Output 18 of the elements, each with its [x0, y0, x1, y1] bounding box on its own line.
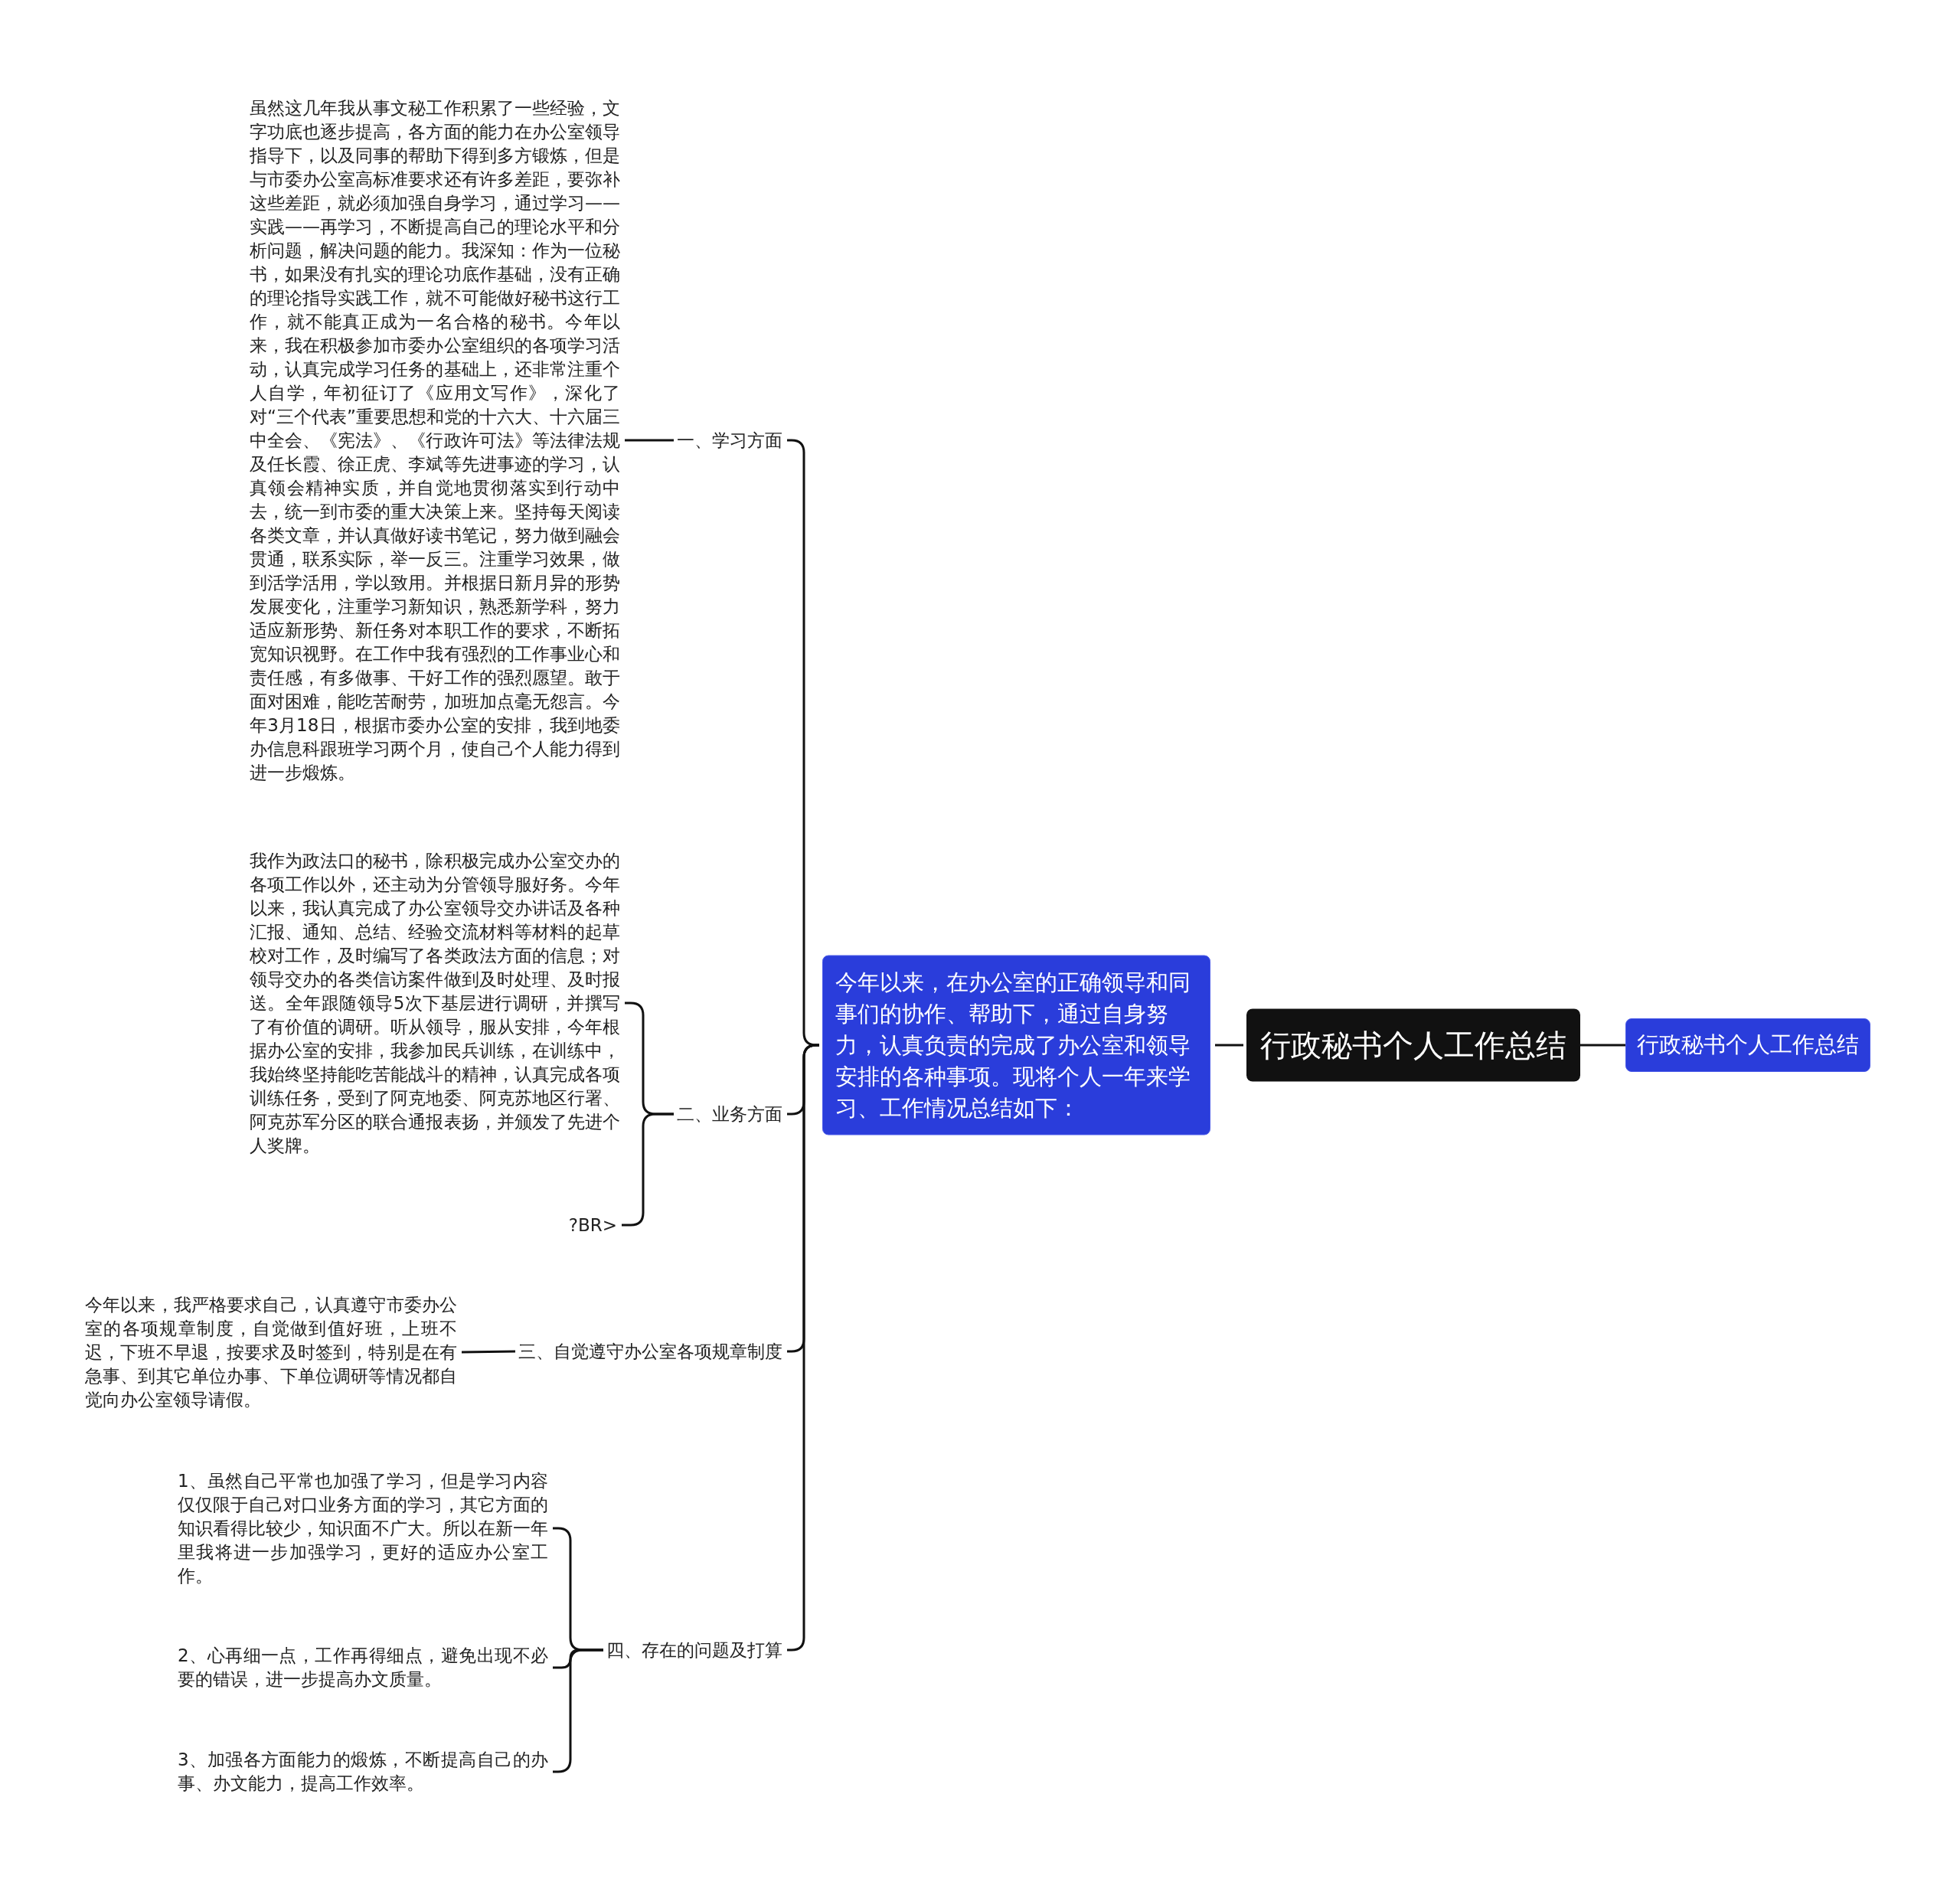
paragraph-text: 我作为政法口的秘书，除积极完成办公室交办的各项工作以外，还主动为分管领导服好务。今年以来，我认真完成了办公室领导交办讲话及各种汇报、通知、总结、经验交流材料等材料的起草校对工作，及时编写了各类政法方面的信息；对领导交办的各类信访案件做到及时处理、及时报送。全年跟随领导5次下基层进行调研，并撰写了有价值的调研。听从领导，服从安排，今年根据办公室的安排，我参加民兵训练，在训练中，我始终坚持能吃苦能战斗的精神，认真完成各项训练任务，受到了阿克地委、阿克苏地区行署、阿克苏军分区的联合通报表扬，并颁发了先进个人奖牌。 [250, 848, 620, 1158]
paragraph-text: 虽然这几年我从事文秘工作积累了一些经验，文字功底也逐步提高，各方面的能力在办公室领导指导下，以及同事的帮助下得到多方锻炼，但是与市委办公室高标准要求还有许多差距，要弥补这些差距，就必须加强自身学习，通过学习——实践——再学习，不断提高自己的理论水平和分析问题，解决问题的能力。我深知：作为一位秘书，如果没有扎实的理论功底作基础，没有正确的理论指导实践工作，就不可能做好秘书这行工作，就不能真正成为一名合格的秘书。今年以来，我在积极参加市委办公室组织的各项学习活动，认真完成学习任务的基础上，还非常注重个人自学，年初征订了《应用文写作》，深化了对“三个代表”重要思想和党的十六大、十六届三中全会、《宪法》、《行政许可法》等法律法规及任长霞、徐正虎、李斌等先进事迹的学习，认真领会精神实质，并自觉地贯彻落实到行动中去，统一到市委的重大决策上来。坚持每天阅读各类文章，并认真做好读书笔记，努力做到融会贯通，联系实际，举一反三。注重学习效果，做到活学活用，学以致用。并根据日新月异的形势发展变化，注重学习新知识，熟悉新学科，努力适应新形势、新任务对本职工作的要求，不断拓宽知识视野。在工作中我有强烈的工作事业心和责任感，有多做事、干好工作的强烈愿望。敢于面对困难，能吃苦耐劳，加班加点毫无怨言。今年3月18日，根据市委办公室的安排，我到地委办信息科跟班学习两个月，使自己个人能力得到进一步煅炼。 [250, 96, 620, 785]
leaf-label: ?BR> [568, 1215, 617, 1235]
connector-line [1215, 1044, 1243, 1047]
paragraph-text: 3、加强各方面能力的煅炼，不断提高自己的办事、办文能力，提高工作效率。 [178, 1748, 548, 1795]
branch-label: 一、学习方面 [677, 428, 782, 453]
paragraph-text: 2、心再细一点，工作再得细点，避免出现不必要的错误，进一步提高办文质量。 [178, 1644, 548, 1691]
topic-box: 今年以来，在办公室的正确领导和同事们的协作、帮助下，通过自身努力，认真负责的完成了办公室和领导安排的各种事项。现将个人一年来学习、工作情况总结如下： [822, 955, 1210, 1135]
paragraph-text: 今年以来，我严格要求自己，认真遵守市委办公室的各项规章制度，自觉做到值好班，上班不迟，下班不早退，按要求及时签到，特别是在有急事、到其它单位办事、下单位调研等情况都自觉向办公室领导请假。 [85, 1292, 457, 1412]
branch-label: 三、自觉遵守办公室各项规章制度 [518, 1339, 782, 1364]
branch-label: 四、存在的问题及打算 [606, 1638, 782, 1662]
connector-line [461, 1350, 516, 1354]
paragraph-text: 1、虽然自己平常也加强了学习，但是学习内容仅仅限于自己对口业务方面的学习，其它方面的知识看得比较少，知识面不广大。所以在新一年里我将进一步加强学习，更好的适应办公室工作。 [178, 1469, 548, 1588]
central-topic-box: 行政秘书个人工作总结 [1246, 1008, 1580, 1082]
topic-box: 行政秘书个人工作总结 [1625, 1018, 1870, 1072]
branch-label: 二、业务方面 [677, 1102, 782, 1126]
connector-line [1580, 1044, 1625, 1047]
connector-line [625, 439, 674, 442]
